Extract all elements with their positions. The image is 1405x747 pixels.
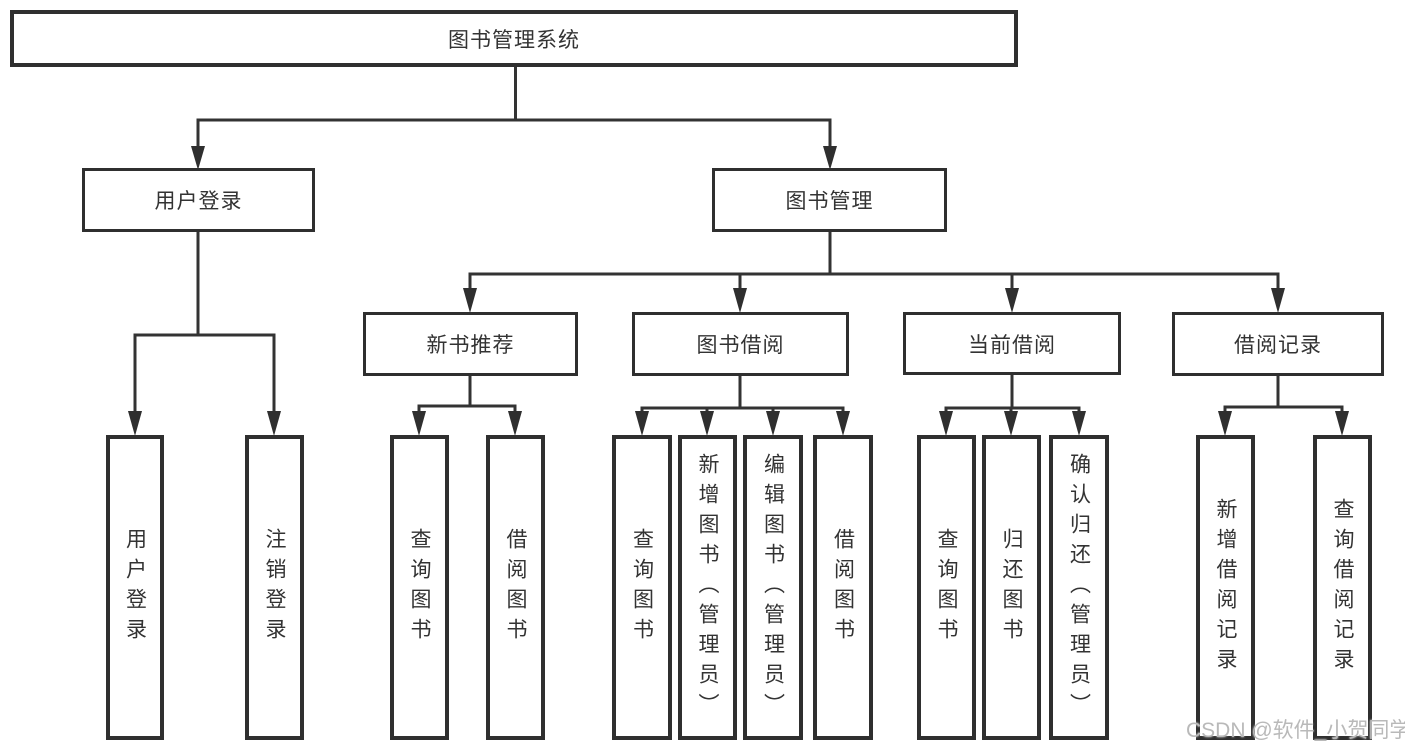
leaf-current-query-books: 查询图书 (917, 435, 976, 740)
leaf-borrow-borrow-books: 借阅图书 (813, 435, 873, 740)
node-borrow-record: 借阅记录 (1172, 312, 1384, 376)
node-new-book-rec-label: 新书推荐 (426, 334, 515, 357)
leaf-newbook-borrow-books-label: 借阅图书 (504, 527, 527, 648)
leaf-newbook-query-books: 查询图书 (390, 435, 449, 740)
arrowheads-new-book-children (412, 411, 522, 436)
node-new-book-rec: 新书推荐 (363, 312, 578, 376)
connector-borrow-children (640, 374, 845, 414)
connector-root-to-level2 (196, 66, 832, 150)
connector-new-book-children (417, 375, 517, 414)
leaf-user-login: 用户登录 (106, 435, 164, 740)
node-current-borrow: 当前借阅 (903, 312, 1121, 375)
connector-current-children (944, 374, 1081, 414)
leaf-borrow-add-books-admin-label: 新增图书（管理员） (696, 452, 719, 723)
leaf-user-login-label: 用户登录 (123, 527, 147, 648)
connector-record-children (1223, 375, 1344, 414)
leaf-current-return-books: 归还图书 (982, 435, 1041, 740)
arrowheads-level2 (191, 146, 837, 170)
leaf-logout: 注销登录 (245, 435, 304, 740)
arrowheads-current-children (939, 411, 1086, 436)
leaf-current-confirm-return-admin: 确认归还（管理员） (1049, 435, 1109, 740)
node-book-borrow-label: 图书借阅 (696, 334, 785, 357)
node-current-borrow-label: 当前借阅 (968, 333, 1056, 357)
arrowheads-record-children (1218, 411, 1349, 436)
leaf-current-confirm-return-admin-label: 确认归还（管理员） (1067, 452, 1091, 723)
leaf-record-add-record-label: 新增借阅记录 (1214, 497, 1237, 678)
leaf-logout-label: 注销登录 (263, 527, 286, 648)
arrowheads-borrow-children (635, 411, 850, 436)
node-user-login-group: 用户登录 (82, 168, 315, 232)
connector-user-login-children (133, 230, 276, 415)
leaf-current-query-books-label: 查询图书 (935, 527, 958, 648)
leaf-borrow-edit-books-admin: 编辑图书（管理员） (743, 435, 803, 740)
leaf-newbook-query-books-label: 查询图书 (408, 527, 431, 648)
leaf-borrow-query-books-label: 查询图书 (630, 527, 654, 648)
node-book-borrow: 图书借阅 (632, 312, 849, 376)
leaf-borrow-edit-books-admin-label: 编辑图书（管理员） (761, 452, 785, 723)
leaf-borrow-query-books: 查询图书 (612, 435, 672, 740)
node-user-login-group-label: 用户登录 (154, 190, 243, 213)
csdn-watermark: CSDN @软件_小贺同学 (1186, 719, 1405, 742)
leaf-borrow-borrow-books-label: 借阅图书 (831, 527, 855, 648)
arrowheads-user-login-children (128, 411, 281, 436)
leaf-record-query-record: 查询借阅记录 (1313, 435, 1372, 740)
node-library-system-label: 图书管理系统 (448, 28, 580, 52)
leaf-newbook-borrow-books: 借阅图书 (486, 435, 545, 740)
node-borrow-record-label: 借阅记录 (1234, 334, 1322, 357)
node-book-mgmt-group: 图书管理 (712, 168, 947, 232)
connector-book-mgmt-children (468, 230, 1280, 292)
leaf-record-query-record-label: 查询借阅记录 (1331, 497, 1354, 678)
arrowheads-book-mgmt-children (463, 288, 1285, 313)
leaf-borrow-add-books-admin: 新增图书（管理员） (678, 435, 737, 740)
node-library-system: 图书管理系统 (10, 10, 1018, 67)
leaf-current-return-books-label: 归还图书 (1000, 527, 1023, 648)
leaf-record-add-record: 新增借阅记录 (1196, 435, 1255, 740)
node-book-mgmt-group-label: 图书管理 (785, 190, 874, 213)
